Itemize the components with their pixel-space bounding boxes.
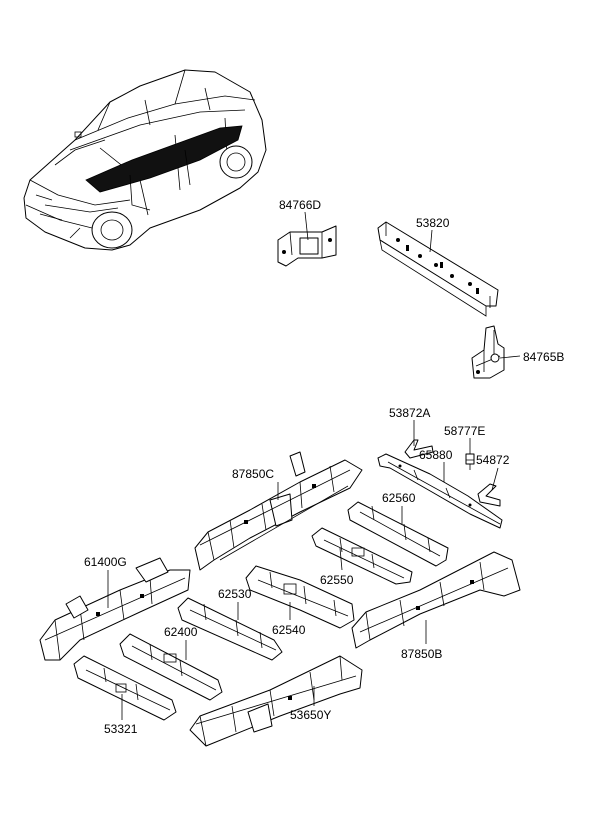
part-62550-floor-member: [311, 527, 413, 585]
callout-54872: 54872: [476, 453, 510, 467]
leader-lines: [107, 211, 521, 720]
callout-labels: 84766D 53820 84765B 53872A 58777E 65880 …: [84, 198, 564, 736]
callout-53872A: 53872A: [389, 406, 430, 420]
callout-62530: 62530: [218, 587, 252, 601]
callout-53321: 53321: [104, 722, 138, 736]
part-65880-reinforcement: [377, 453, 503, 529]
callout-61400G: 61400G: [84, 555, 127, 569]
part-87850C-side-rail: [194, 451, 363, 571]
part-53820-cross-member: [377, 221, 499, 317]
callout-62560: 62560: [382, 491, 416, 505]
part-58777E-clip: [465, 453, 475, 470]
part-54872-bracket: [477, 483, 501, 507]
callout-62550: 62550: [320, 573, 354, 587]
part-62560-floor-member: [347, 501, 449, 567]
part-84765B-bracket: [471, 325, 505, 379]
callout-62540: 62540: [272, 623, 306, 637]
part-53872A-bracket: [404, 439, 434, 459]
part-84766D-bracket: [277, 225, 337, 267]
callout-65880: 65880: [419, 448, 453, 462]
callout-87850C: 87850C: [232, 467, 274, 481]
callout-84766D: 84766D: [279, 198, 321, 212]
callout-87850B: 87850B: [401, 647, 442, 661]
part-53650Y-crossmember: [189, 655, 363, 747]
callout-53820: 53820: [416, 216, 450, 230]
callout-84765B: 84765B: [523, 350, 564, 364]
callout-58777E: 58777E: [444, 424, 485, 438]
minivan-illustration: [23, 69, 267, 251]
part-62530-floor-member: [177, 597, 283, 661]
callout-53650Y: 53650Y: [290, 708, 331, 722]
part-62400-floor-member: [119, 633, 223, 701]
part-53321-floor-member: [73, 655, 177, 721]
part-62540-floor-member: [245, 565, 355, 629]
part-61400G-crossmember: [39, 557, 191, 661]
callout-62400: 62400: [164, 625, 198, 639]
part-87850B-side-rail: [351, 551, 521, 649]
